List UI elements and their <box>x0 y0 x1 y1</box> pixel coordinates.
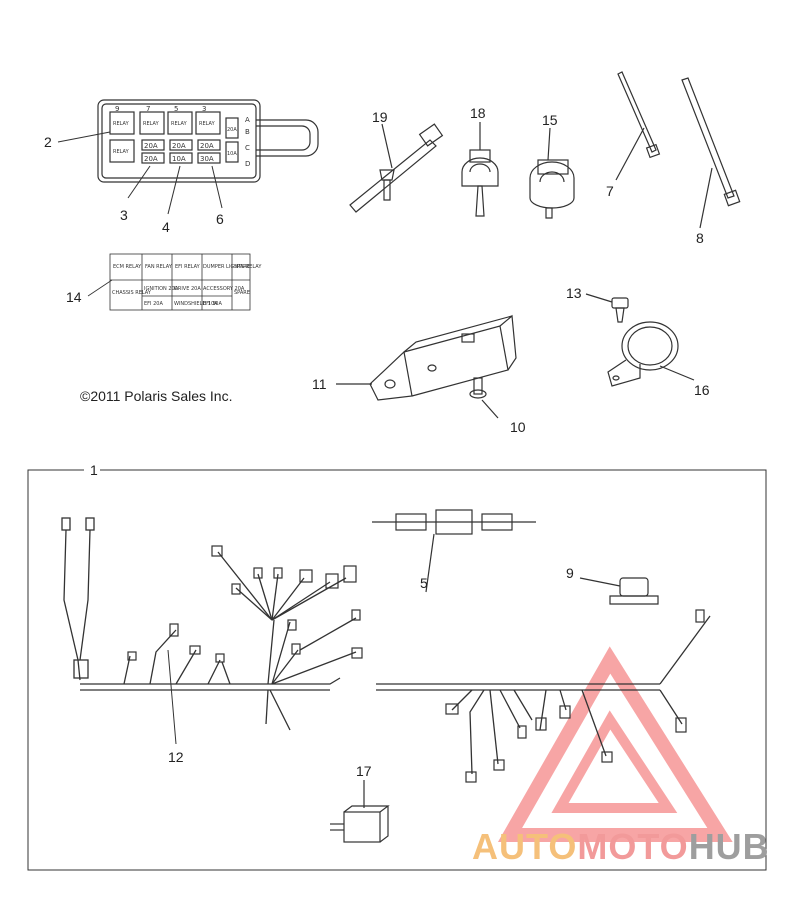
wire-splice <box>372 509 536 593</box>
callout-3: 3 <box>120 207 128 223</box>
callout-18: 18 <box>470 105 486 121</box>
fuse-rating: 20A <box>144 155 158 163</box>
label-cell: EFI 30A <box>203 301 222 307</box>
callout-15: 15 <box>542 112 558 128</box>
fuse-box <box>97 99 319 183</box>
callout-19: 19 <box>372 109 388 125</box>
label-card-text: ECM RELAY FAN RELAY EFI RELAY DUMPER LIG… <box>112 264 262 307</box>
label-cell: DUMPER LIGHTS RELAY <box>203 264 262 270</box>
cable-tie-long <box>615 71 661 181</box>
callout-14: 14 <box>66 289 82 305</box>
terminal-connector <box>579 577 659 605</box>
fuse-rating: 20A <box>200 142 214 150</box>
fuse-side-letter: D <box>245 160 250 168</box>
harness-frame <box>27 469 767 871</box>
fuse-side-letter: B <box>245 128 250 136</box>
watermark-part-moto: MOTO <box>577 826 689 867</box>
fuse-rating: 30A <box>200 155 214 163</box>
cable-tie-clip <box>349 123 444 213</box>
label-cell: IGNITION 20A <box>144 286 179 292</box>
fuse-top-number: 5 <box>174 105 178 113</box>
fuse-rating: 20A <box>144 142 158 150</box>
watermark-text: AUTOMOTOHUB <box>472 826 770 868</box>
relay-label: RELAY <box>113 149 130 155</box>
label-cell: ACCESSORY 20A <box>203 286 245 292</box>
callout-numbers: 1 2 3 4 5 6 7 8 9 10 11 12 13 14 15 16 1… <box>44 105 710 779</box>
fuse-rating: 20A <box>227 127 237 133</box>
callout-9: 9 <box>566 565 574 581</box>
label-cell: SPARE <box>234 264 250 270</box>
bolt <box>585 293 629 323</box>
fuse-top-number: 9 <box>115 105 119 113</box>
relay-label: RELAY <box>113 121 130 127</box>
callout-6: 6 <box>216 211 224 227</box>
callout-13: 13 <box>566 285 582 301</box>
harness-clip <box>461 122 499 217</box>
main-wire-harness <box>61 517 711 775</box>
callout-5: 5 <box>420 575 428 591</box>
leader-lines-top-left <box>57 131 223 215</box>
watermark-part-hub: HUB <box>688 826 770 867</box>
mounting-bracket <box>336 314 517 401</box>
fuse-rating: 10A <box>227 151 237 157</box>
callout-10: 10 <box>510 419 526 435</box>
copyright-text: ©2011 Polaris Sales Inc. <box>80 388 233 404</box>
fuse-side-letter: A <box>245 116 250 124</box>
callout-12: 12 <box>168 749 184 765</box>
label-cell: EFI 20A <box>144 301 163 307</box>
watermark-logo <box>497 646 733 842</box>
fuse-box-labels: 9 7 5 3 A B C D RELAY RELAY RELAY RELAY … <box>113 105 250 168</box>
relay-label: RELAY <box>143 121 160 127</box>
relay-label: RELAY <box>171 121 188 127</box>
p-clamp <box>607 321 695 387</box>
fuse-top-number: 7 <box>146 105 150 113</box>
callout-16: 16 <box>694 382 710 398</box>
cable-tie-long <box>681 77 741 229</box>
callout-4: 4 <box>162 219 170 235</box>
callout-17: 17 <box>356 763 372 779</box>
harness-connectors <box>127 545 705 783</box>
label-cell: DRIVE 20A <box>174 286 201 292</box>
callout-8: 8 <box>696 230 704 246</box>
push-rivet <box>469 377 499 419</box>
relay-label: RELAY <box>199 121 216 127</box>
label-cell: ECM RELAY <box>113 264 142 270</box>
fuse-rating: 20A <box>172 142 186 150</box>
callout-11: 11 <box>312 376 327 392</box>
label-cell: FAN RELAY <box>145 264 173 270</box>
leader-line-12 <box>167 649 177 745</box>
label-cell: SPARE <box>234 290 250 296</box>
relay <box>330 780 390 843</box>
fuse-rating: 10A <box>172 155 186 163</box>
fuse-side-letter: C <box>245 144 250 152</box>
label-cell: WINDSHIELD 10A <box>174 301 218 307</box>
fuse-label-card <box>87 253 251 311</box>
label-cell: EFI RELAY <box>175 264 201 270</box>
watermark-part-auto: AUTO <box>472 826 578 867</box>
callout-7: 7 <box>606 183 614 199</box>
harness-clamp <box>529 127 575 219</box>
callout-1: 1 <box>90 462 98 478</box>
callout-2: 2 <box>44 134 52 150</box>
label-cell: CHASSIS RELAY <box>112 290 152 296</box>
fuse-top-number: 3 <box>202 105 206 113</box>
